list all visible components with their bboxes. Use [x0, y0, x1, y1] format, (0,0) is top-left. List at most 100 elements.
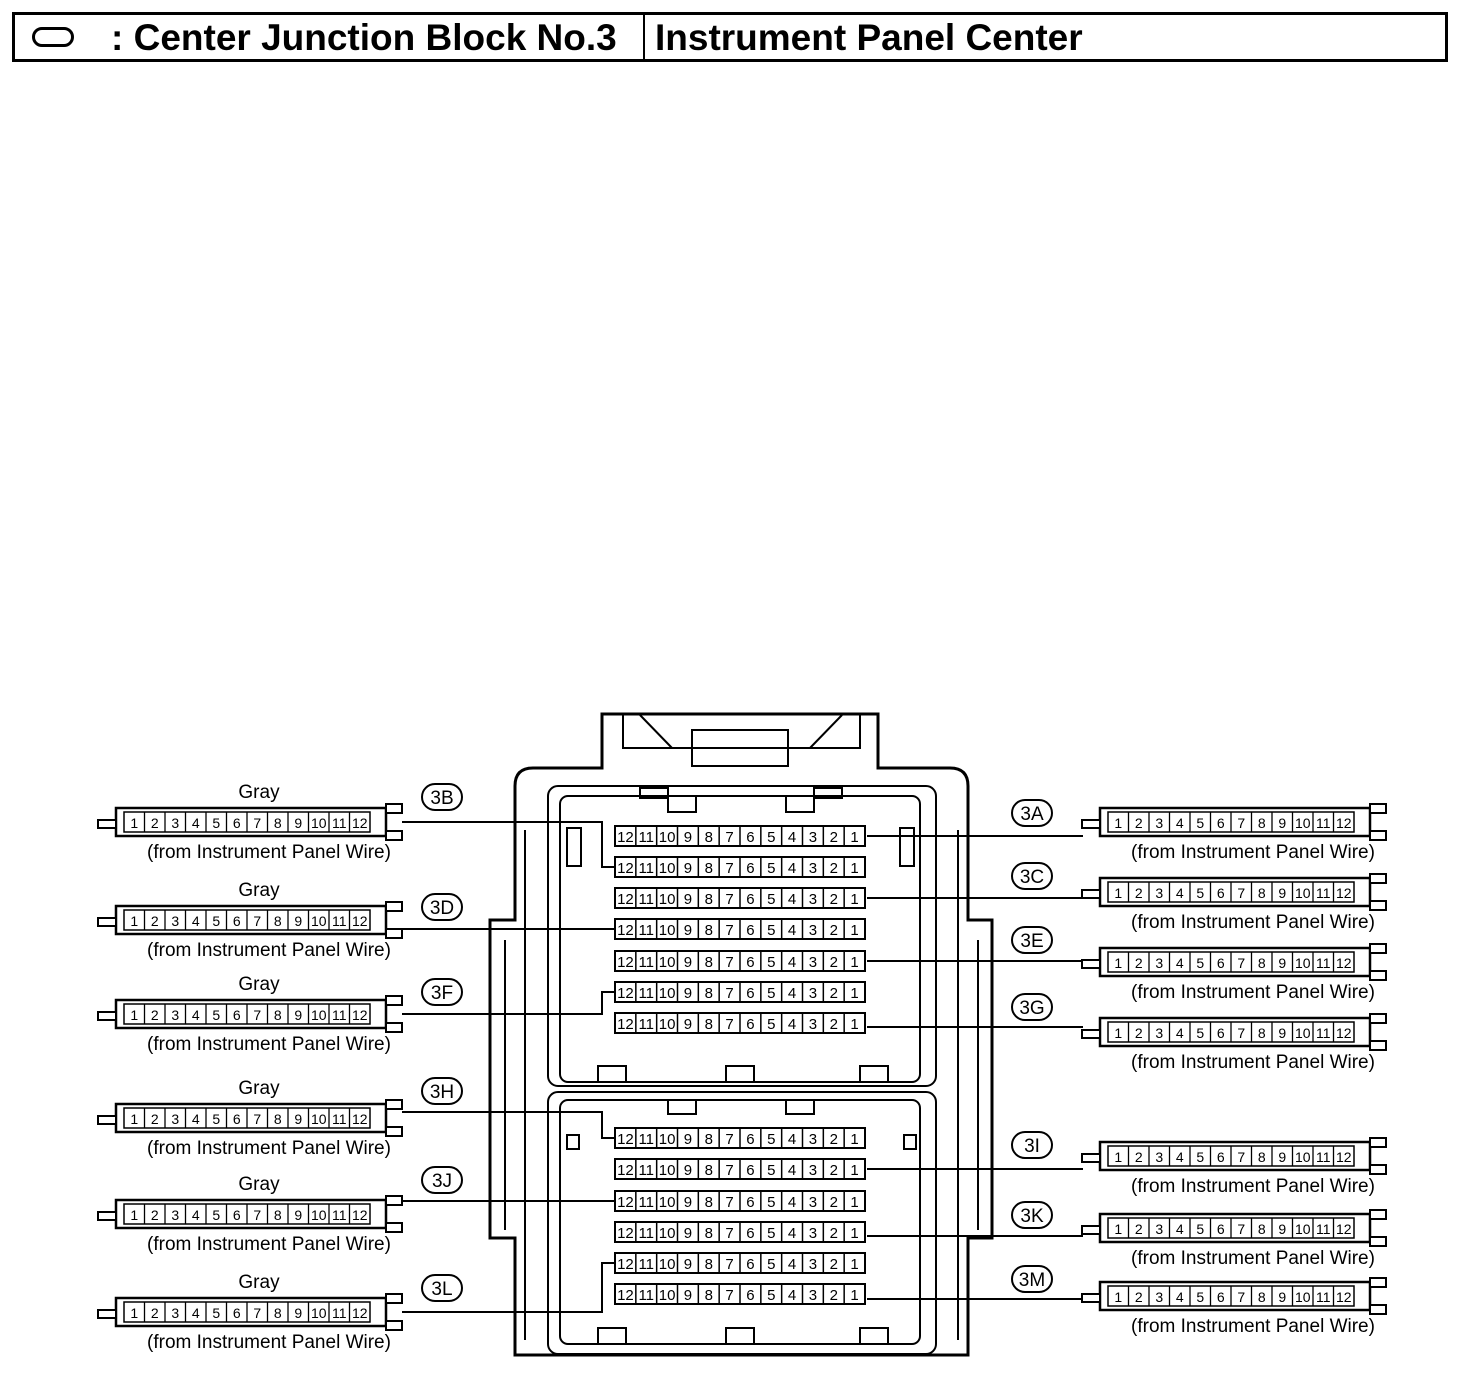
leader-lines — [402, 821, 1083, 1313]
pin-number: 5 — [212, 1207, 220, 1223]
connector-tab — [385, 1293, 403, 1304]
pin-number: 1 — [130, 815, 138, 831]
pin-number: 9 — [294, 1305, 302, 1321]
pin-number: 8 — [1258, 885, 1266, 901]
pin-number: 3 — [171, 1207, 179, 1223]
pin-number: 3 — [1155, 815, 1163, 831]
terminal-number: 1 — [850, 829, 858, 846]
pin-number: 1 — [1114, 885, 1122, 901]
terminal-number: 5 — [767, 954, 775, 971]
terminal-number: 3 — [809, 1225, 817, 1242]
pin-number: 9 — [294, 1111, 302, 1127]
pin-number: 2 — [151, 1305, 159, 1321]
connector-tab — [385, 803, 403, 814]
terminal-number: 10 — [659, 922, 676, 939]
pin-number: 5 — [1196, 885, 1204, 901]
pin-number: 5 — [1196, 1149, 1204, 1165]
connector-id-badge — [1011, 926, 1053, 954]
terminal-number: 1 — [850, 891, 858, 908]
pin-number: 1 — [130, 1207, 138, 1223]
pin-number: 5 — [1196, 1289, 1204, 1305]
pin-number: 11 — [332, 1207, 347, 1223]
pin-number: 8 — [274, 1007, 282, 1023]
terminal-number: 1 — [850, 1131, 858, 1148]
connector-tab — [1081, 1293, 1101, 1303]
terminal-number: 11 — [638, 1162, 654, 1179]
connector-tab — [385, 830, 403, 841]
pin-number: 8 — [1258, 1149, 1266, 1165]
pin-number: 3 — [1155, 1149, 1163, 1165]
pin-number: 7 — [253, 913, 261, 929]
pin-number: 11 — [1316, 1221, 1331, 1237]
terminal-number: 6 — [746, 860, 754, 877]
connector-tab — [385, 1320, 403, 1331]
leader-line — [402, 821, 615, 868]
pin-number: 6 — [1217, 1025, 1225, 1041]
pin-number: 12 — [1336, 1289, 1352, 1305]
terminal-number: 7 — [725, 1016, 733, 1033]
pin-number: 7 — [1237, 1025, 1245, 1041]
terminal-number: 7 — [725, 1194, 733, 1211]
terminal-number: 1 — [850, 1194, 858, 1211]
pin-number: 11 — [332, 1007, 347, 1023]
pin-number: 3 — [171, 815, 179, 831]
terminal-number: 2 — [830, 1225, 838, 1242]
pin-number: 5 — [212, 1305, 220, 1321]
connector-id-label: 3B — [430, 788, 453, 809]
terminal-number: 8 — [705, 1016, 713, 1033]
terminal-number: 2 — [830, 1287, 838, 1304]
terminal-number: 9 — [684, 1287, 692, 1304]
terminal-number: 8 — [705, 891, 713, 908]
pin-number: 6 — [1217, 955, 1225, 971]
pin-number: 5 — [212, 1007, 220, 1023]
pin-number: 5 — [1196, 815, 1204, 831]
pin-number: 3 — [171, 913, 179, 929]
connector-color-label: Gray — [238, 880, 280, 901]
terminal-number: 9 — [684, 954, 692, 971]
location-label: Instrument Panel Center — [655, 17, 1083, 58]
terminal-number: 5 — [767, 1225, 775, 1242]
terminal-number: 6 — [746, 985, 754, 1002]
terminal-number: 8 — [705, 1256, 713, 1273]
connector-caption: (from Instrument Panel Wire) — [147, 1234, 391, 1255]
connector-color-label: Gray — [238, 1174, 280, 1195]
terminal-number: 9 — [684, 1162, 692, 1179]
terminal-number: 3 — [809, 891, 817, 908]
connector-tab — [1369, 970, 1387, 981]
connector-color-label: Gray — [238, 974, 280, 995]
terminal-number: 9 — [684, 1225, 692, 1242]
terminal-number: 10 — [659, 891, 676, 908]
terminal-number: 4 — [788, 1016, 796, 1033]
pin-number: 7 — [253, 1305, 261, 1321]
terminal-number: 11 — [638, 860, 654, 877]
pin-number: 11 — [332, 1111, 347, 1127]
connector-tab — [385, 928, 403, 939]
terminal-number: 10 — [659, 1131, 676, 1148]
pin-number: 6 — [233, 815, 241, 831]
terminal-number: 1 — [850, 1287, 858, 1304]
connector-id-badge — [421, 1166, 463, 1194]
terminal-number: 6 — [746, 1225, 754, 1242]
terminal-number: 3 — [809, 1016, 817, 1033]
connector-tab — [1369, 830, 1387, 841]
pin-number: 11 — [1316, 955, 1331, 971]
terminal-number: 10 — [659, 954, 676, 971]
terminal-number: 9 — [684, 1256, 692, 1273]
connector-tab — [1369, 1164, 1387, 1175]
connector-caption: (from Instrument Panel Wire) — [1131, 842, 1375, 863]
terminal-number: 3 — [809, 829, 817, 846]
terminal-number: 11 — [638, 954, 654, 971]
pin-number: 5 — [212, 1111, 220, 1127]
pin-number: 12 — [352, 913, 368, 929]
pin-number: 2 — [151, 1207, 159, 1223]
terminal-number: 7 — [725, 1162, 733, 1179]
terminal-number: 9 — [684, 829, 692, 846]
pin-number: 9 — [1278, 955, 1286, 971]
pin-number: 7 — [253, 1207, 261, 1223]
pin-number: 8 — [274, 913, 282, 929]
